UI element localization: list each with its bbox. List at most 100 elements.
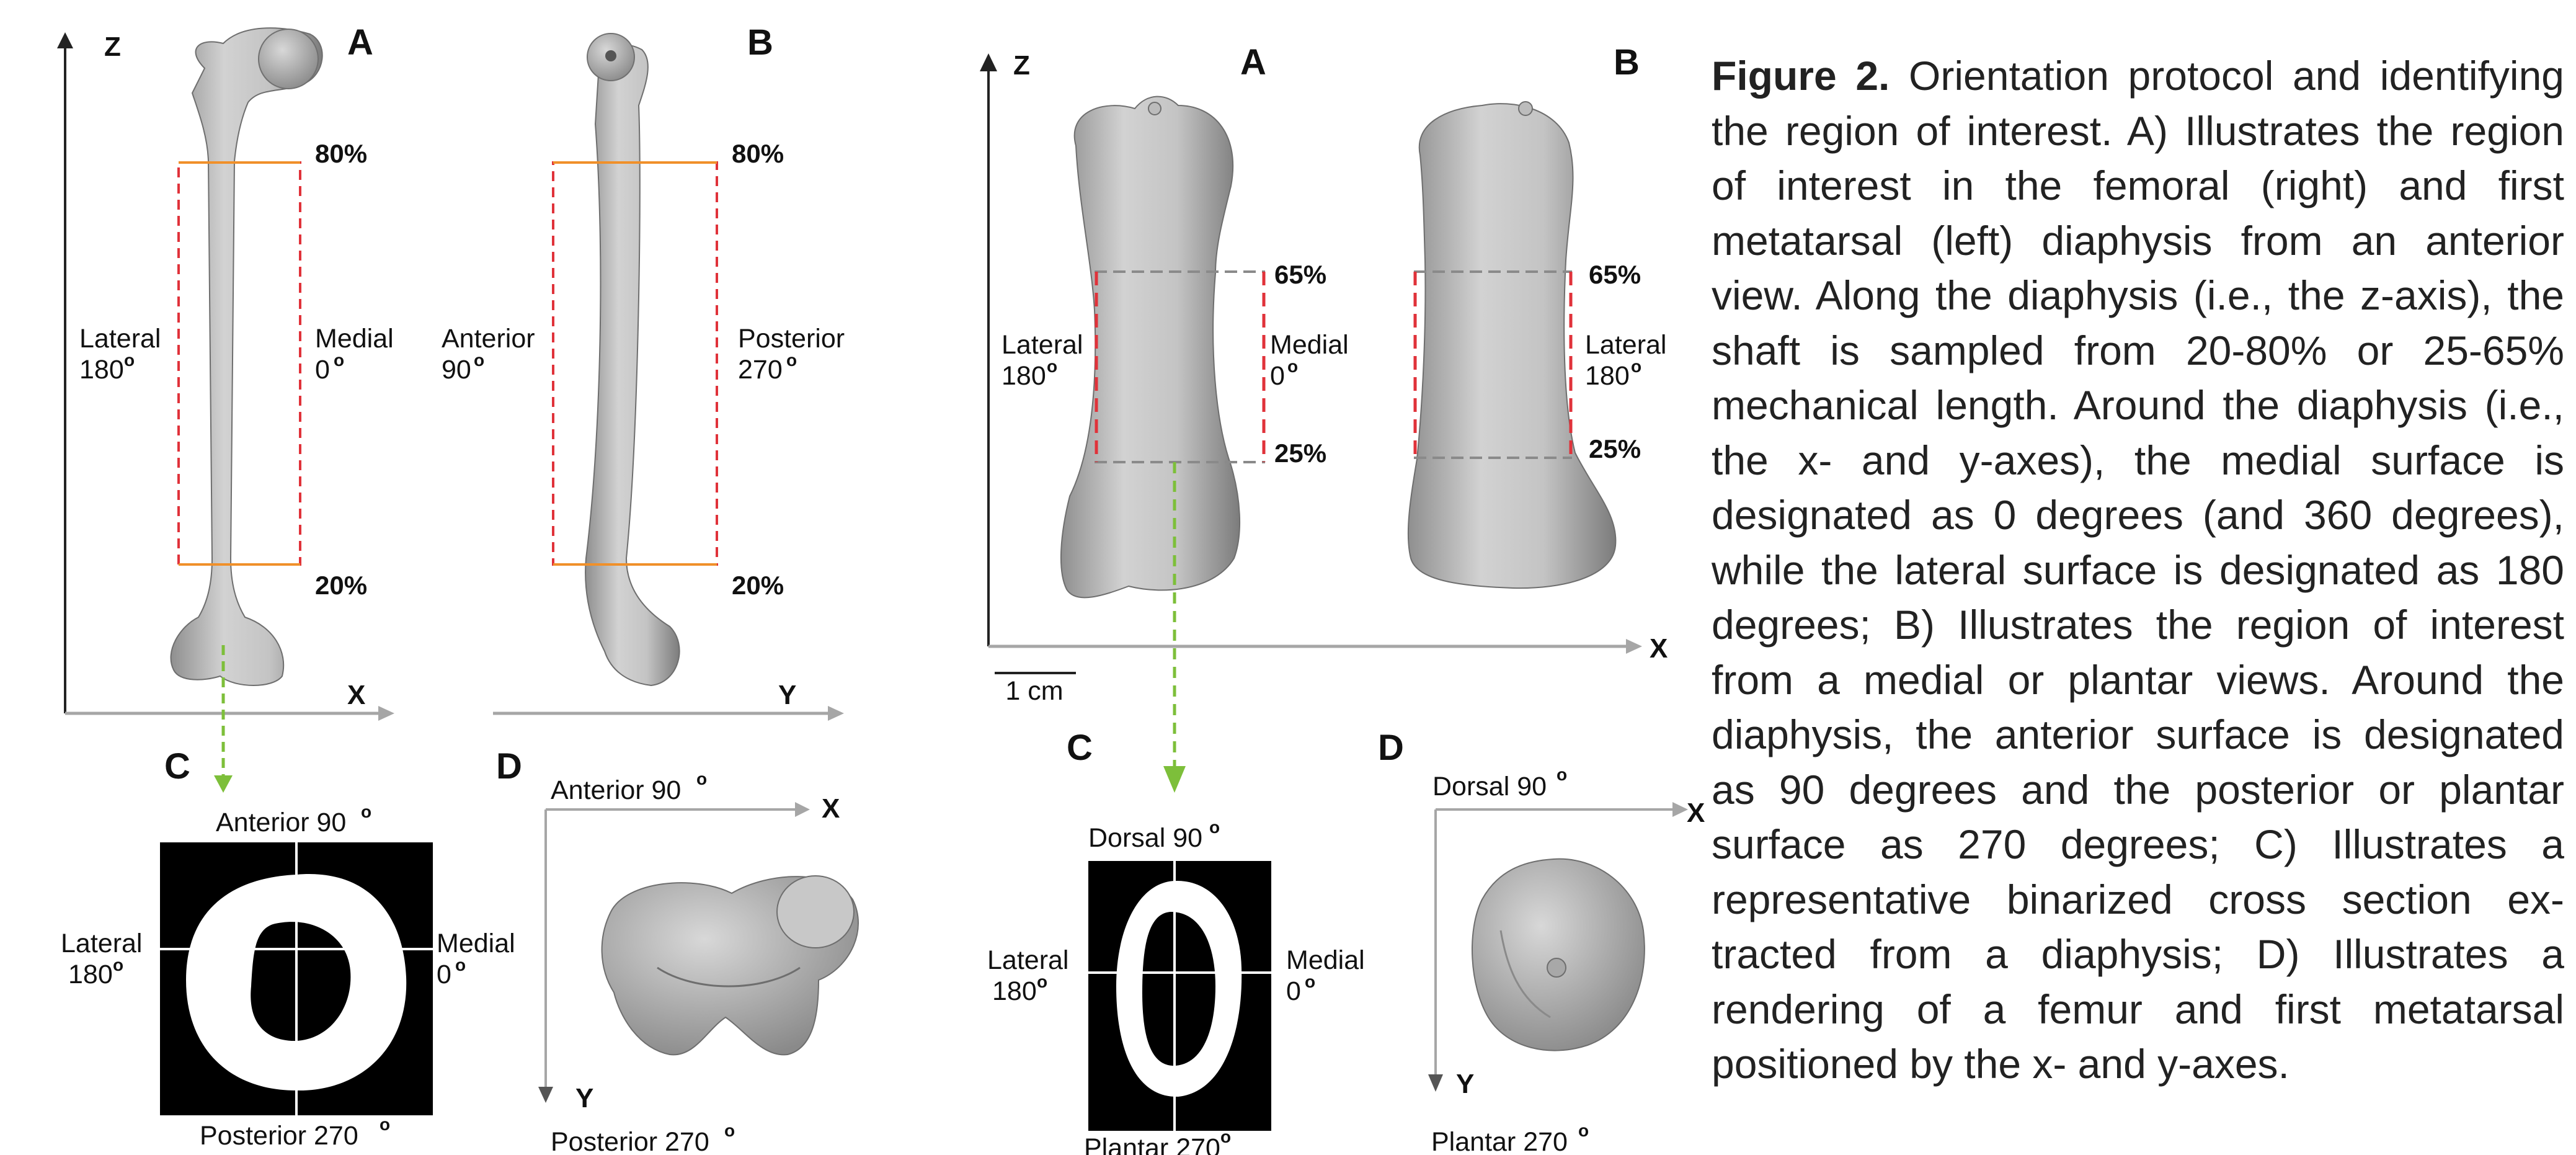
degree-mark: o [124, 350, 135, 370]
degree-mark: o [1557, 765, 1567, 784]
lateral-label: Lateral [79, 324, 161, 354]
lateral-label: Lateral [987, 945, 1068, 975]
axis-label-x: X [822, 793, 840, 824]
degree-mark: o [361, 802, 371, 821]
metatarsal-panel-c: C Dorsal 90 o Lateral 180 o Medial 0 o P… [987, 728, 1365, 1155]
x-axis-arrowhead [1672, 802, 1688, 817]
degree-mark: o [113, 955, 123, 974]
bottom-label: Plantar 270 [1431, 1127, 1568, 1155]
axis-label-z: Z [1013, 50, 1030, 81]
panel-letter: A [1240, 42, 1266, 82]
medial-label: Medial [1270, 330, 1349, 360]
medullary-cavity [1142, 912, 1215, 1066]
femur-medial-bone [585, 33, 680, 685]
lateral-degree: 180 [68, 960, 113, 989]
roi-box [179, 163, 300, 564]
medial-label: Medial [1286, 945, 1365, 975]
roi-top-percent: 80% [315, 139, 367, 168]
femur-panel-a: Z X A 80% 20% Lateral 180 o Medial 0 o [57, 22, 394, 793]
bottom-label: Posterior 270 [551, 1127, 709, 1155]
femur-panel-c: C Anterior 90 o Lateral 180 o Medial 0 o… [61, 746, 515, 1151]
axis-label-x: X [1687, 798, 1705, 828]
panel-letter: C [1067, 728, 1093, 768]
scale-bar-label: 1 cm [1005, 676, 1063, 706]
z-axis-arrowhead [980, 53, 997, 71]
x-axis-arrowhead [795, 802, 810, 817]
axis-label-z: Z [104, 32, 121, 62]
lateral-degree: 180 [1002, 361, 1046, 391]
z-axis-arrowhead [57, 32, 73, 48]
degree-mark: o [334, 350, 344, 370]
panel-letter: C [164, 746, 190, 787]
y-axis-arrowhead [1428, 1074, 1443, 1092]
roi-top-percent: 80% [732, 139, 784, 168]
medial-degree: 0 [437, 960, 451, 989]
degree-mark: o [1047, 357, 1057, 376]
lateral-degree: 180 [1585, 361, 1630, 391]
degree-mark: o [786, 350, 797, 370]
degree-mark: o [1578, 1121, 1589, 1140]
degree-mark: o [455, 955, 466, 974]
cross-section-top-label: Dorsal 90 [1088, 823, 1202, 853]
top-label: Anterior 90 [551, 775, 681, 805]
posterior-label: Posterior [738, 324, 845, 354]
femur-panel-b: Y B 80% 20% Anterior 90 o Posterior 270 … [442, 22, 845, 721]
x-axis-arrowhead [1626, 639, 1642, 654]
figure-caption: Figure 2. Orientation protocol and ident… [1712, 48, 2564, 1092]
caption-label: Figure 2. [1712, 53, 1890, 99]
degree-mark: o [1305, 972, 1315, 991]
panel-letter: A [347, 22, 373, 63]
cross-section-bottom-label: Posterior 270 [200, 1121, 358, 1151]
axis-label-x: X [1650, 633, 1668, 664]
metatarsal-proximal-end-bone [1472, 859, 1645, 1051]
anterior-degree: 90 [442, 355, 471, 385]
green-arrowhead [1163, 766, 1186, 793]
roi-bottom-percent: 25% [1274, 439, 1326, 468]
panel-letter: D [496, 746, 522, 787]
medial-degree: 0 [1286, 976, 1301, 1006]
panel-letter: D [1378, 728, 1404, 768]
roi-top-percent: 65% [1274, 260, 1326, 289]
lateral-label: Lateral [61, 929, 142, 958]
roi-bottom-percent: 20% [315, 571, 367, 600]
metatarsal-panel-b: B 65% 25% Lateral 180 o [1408, 42, 1667, 588]
x-axis-arrowhead [378, 706, 394, 721]
lateral-label: Lateral [1585, 330, 1666, 360]
degree-mark: o [1037, 972, 1047, 991]
axis-label-x: X [347, 680, 365, 710]
medial-degree: 0 [1270, 361, 1285, 391]
degree-mark: o [1631, 357, 1641, 376]
roi-top-percent: 65% [1589, 260, 1641, 289]
y-axis-arrowhead [538, 1087, 553, 1103]
panel-letter: B [1614, 42, 1640, 82]
top-label: Dorsal 90 [1432, 772, 1547, 801]
axis-label-y: Y [575, 1083, 593, 1113]
degree-mark: o [696, 769, 707, 788]
femur-panel-d: D Anterior 90 o X Y Posterior 270 o [496, 746, 858, 1155]
axis-label-y: Y [1456, 1069, 1474, 1099]
degree-mark: o [1287, 357, 1298, 376]
medial-label: Medial [437, 929, 515, 958]
panel-letter: B [747, 22, 773, 63]
cross-section-bottom-label: Plantar 270 [1084, 1133, 1220, 1155]
degree-mark: o [1209, 818, 1220, 837]
roi-bottom-percent: 20% [732, 571, 784, 600]
metatarsal-dorsal-bone [1061, 97, 1240, 598]
y-axis-arrowhead [828, 706, 844, 721]
degree-mark: o [380, 1115, 390, 1134]
lateral-degree: 180 [992, 976, 1037, 1006]
lateral-label: Lateral [1002, 330, 1083, 360]
degree-mark: o [1220, 1127, 1231, 1146]
metatarsal-panel-d: D Dorsal 90 o X Y Plantar 270 o [1378, 728, 1705, 1155]
anterior-label: Anterior [442, 324, 535, 354]
degree-mark: o [474, 350, 484, 370]
medial-degree: 0 [315, 355, 330, 385]
roi-bottom-percent: 25% [1589, 434, 1641, 463]
figure-panels: Z X A 80% 20% Lateral 180 o Medial 0 o Y… [0, 0, 1885, 1155]
green-arrowhead [214, 775, 233, 793]
posterior-degree: 270 [738, 355, 783, 385]
lateral-degree: 180 [79, 355, 124, 385]
femur-distal-end-bone [602, 876, 858, 1055]
medial-label: Medial [315, 324, 394, 354]
degree-mark: o [724, 1121, 735, 1140]
